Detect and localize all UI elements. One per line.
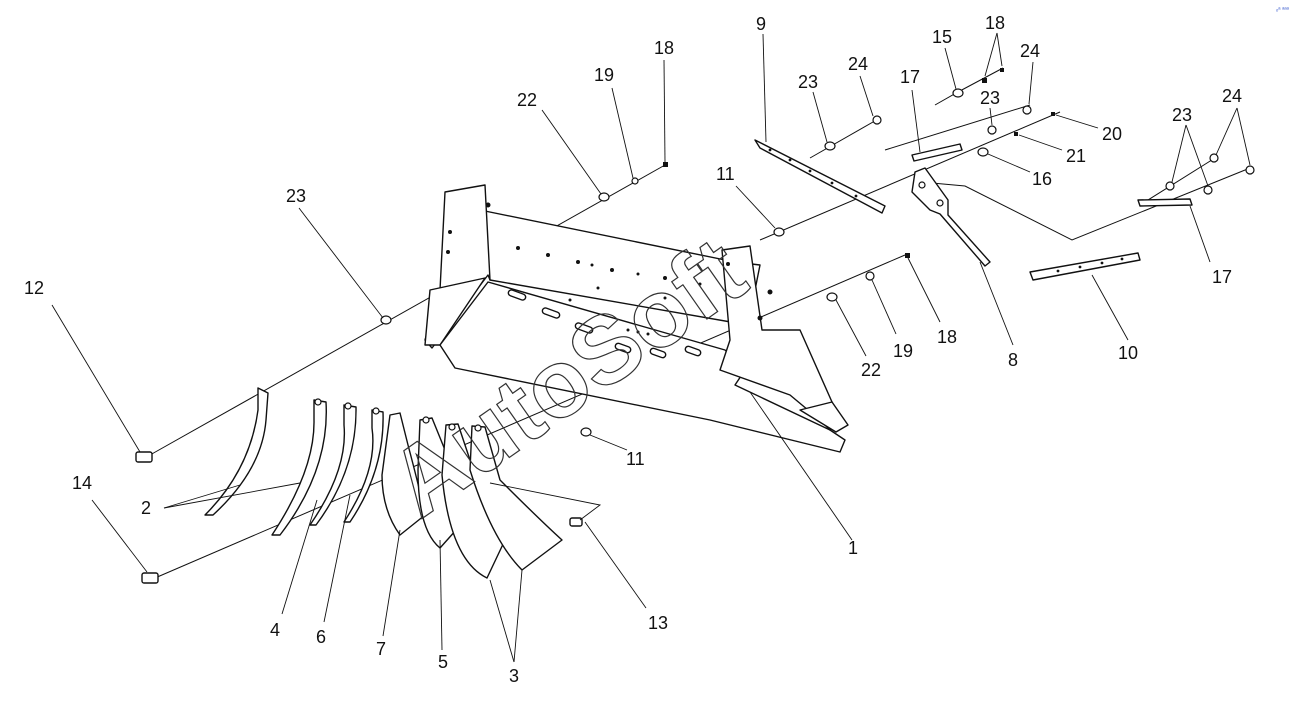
callout-10: 10 [1118, 343, 1138, 363]
callout-labels: 1 2 3 4 5 6 7 8 9 10 11 11 12 13 14 15 1… [24, 13, 1242, 686]
leader-lines [51, 32, 1251, 663]
main-frame-part [424, 184, 849, 453]
callout-18-top-right: 18 [985, 13, 1005, 33]
frame-slots [507, 289, 702, 359]
callout-11-upper: 11 [716, 164, 735, 184]
corner-mark: ₒᵃ ᵃᵃᵃ [1276, 7, 1290, 13]
callout-16: 16 [1032, 169, 1052, 189]
callout-19-lower: 19 [893, 341, 913, 361]
callout-17-upper: 17 [900, 67, 920, 87]
callout-8: 8 [1008, 350, 1018, 370]
callout-24-mid: 24 [848, 54, 868, 74]
callout-23-right: 23 [1172, 105, 1192, 125]
blade-part-2 [204, 387, 269, 516]
callout-1: 1 [848, 538, 858, 558]
callout-11-lower: 11 [626, 449, 645, 469]
callout-4: 4 [270, 620, 280, 640]
callout-13: 13 [648, 613, 668, 633]
callout-5: 5 [438, 652, 448, 672]
bar-part-10 [1029, 252, 1141, 281]
callout-19-upper: 19 [594, 65, 614, 85]
callout-12: 12 [24, 278, 44, 298]
callout-23-upper-mid: 23 [798, 72, 818, 92]
callout-20: 20 [1102, 124, 1122, 144]
bar-part-17b [1137, 198, 1193, 207]
blade-part-6b [343, 407, 384, 523]
callout-22-upper: 22 [517, 90, 537, 110]
callout-18-left: 18 [654, 38, 674, 58]
blade-part-3b [469, 424, 563, 571]
blade-part-4 [271, 398, 327, 536]
callout-2: 2 [141, 498, 151, 518]
callout-6: 6 [316, 627, 326, 647]
callout-23-upper-right: 23 [980, 88, 1000, 108]
blade-part-6 [309, 402, 357, 526]
bar-part-9 [754, 139, 886, 214]
callout-18-lower: 18 [937, 327, 957, 347]
fasteners [135, 68, 1255, 584]
callout-14: 14 [72, 473, 92, 493]
callout-24-upper-right: 24 [1020, 41, 1040, 61]
callout-7: 7 [376, 639, 386, 659]
lever-part-8 [911, 167, 991, 267]
callout-22-lower: 22 [861, 360, 881, 380]
callout-15: 15 [932, 27, 952, 47]
frame-holes [446, 202, 773, 336]
callout-17-lower: 17 [1212, 267, 1232, 287]
bar-part-17a [911, 143, 963, 162]
callout-3: 3 [509, 666, 519, 686]
callout-23-left: 23 [286, 186, 306, 206]
callout-21: 21 [1066, 146, 1086, 166]
callout-9: 9 [756, 14, 766, 34]
callout-24-right: 24 [1222, 86, 1242, 106]
